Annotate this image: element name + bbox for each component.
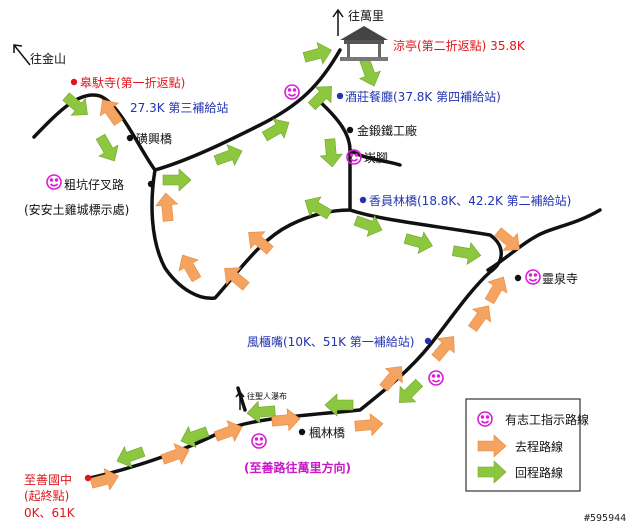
route-branch-tanjiao [316, 98, 402, 167]
direction-pointers [13, 8, 344, 410]
outbound-arrow [270, 407, 302, 433]
gaoyan-temple-marker [70, 78, 78, 86]
label-station4: 酒莊餐廳(37.8K 第四補給站) [345, 89, 501, 104]
legend-return-label: 回程路線 [515, 465, 563, 480]
legend: 有志工指示路線 去程路線 回程路線 [465, 398, 589, 492]
label-station1: 風櫃嘴(10K、51K 第一補給站) [247, 335, 414, 349]
map-labels: 往萬里 往金山 涼亭(第二折返點) 35.8K 皋馱寺(第一折返點) 27.3K… [24, 8, 578, 520]
station4-marker [336, 92, 344, 100]
return-arrow [90, 130, 125, 167]
to-waterfall-arrow-icon [235, 390, 245, 410]
smiley-icon [46, 174, 62, 190]
label-jindu: 金鍛鐵工廠 [357, 123, 417, 138]
label-direction-note: (至善路往萬里方向) [244, 460, 351, 475]
outbound-arrow [463, 298, 499, 336]
smiley-icon [284, 84, 300, 100]
smiley-icon [251, 433, 267, 449]
return-arrows [58, 38, 484, 472]
label-lingquan: 靈泉寺 [542, 272, 578, 286]
lingquan-marker [514, 274, 522, 282]
label-station2: 香員林橋(18.8K、42.2K 第二補給站) [369, 194, 571, 208]
smiley-icon [346, 149, 362, 165]
outbound-arrows [88, 92, 528, 495]
return-arrow [353, 55, 385, 91]
label-start-line3: 0K、61K [24, 506, 76, 520]
legend-volunteer-label: 有志工指示路線 [505, 412, 589, 427]
label-start-line2: (起終點) [24, 488, 69, 503]
smiley-icon [477, 411, 493, 427]
label-hengxing-bridge: 磺興橋 [136, 132, 172, 146]
smiley-icon [428, 370, 444, 386]
outbound-arrow [426, 328, 463, 366]
label-to-wanli: 往萬里 [348, 8, 384, 23]
watermark: #595944 [584, 513, 626, 524]
outbound-arrow [154, 191, 180, 223]
fenglin-bridge-marker [298, 428, 306, 436]
jindu-marker [346, 126, 354, 134]
to-wanli-arrow-icon [332, 8, 344, 36]
return-arrow [402, 227, 436, 258]
label-pavilion: 涼亭(第二折返點) 35.8K [393, 38, 526, 53]
route-to-wanli [153, 48, 342, 172]
hengxing-bridge-marker [126, 134, 134, 142]
to-jinshan-arrow-icon [13, 44, 31, 66]
label-start-line1: 至善國中 [24, 472, 72, 487]
return-arrow [318, 137, 344, 169]
return-arrow [58, 87, 96, 124]
label-fenglin-bridge: 楓林橋 [309, 425, 345, 440]
label-to-waterfall: 往聖人瀑布 [247, 391, 287, 401]
start-marker [84, 474, 92, 482]
label-gaoyan-temple: 皋馱寺(第一折返點) [80, 75, 185, 90]
point-markers [70, 78, 522, 482]
return-arrow [303, 78, 340, 115]
return-arrow [162, 168, 192, 192]
return-arrow [450, 239, 484, 267]
outbound-arrow [211, 416, 247, 448]
label-cukeng: 粗坑仔叉路 [64, 177, 124, 192]
route-lingquan-spur [486, 208, 602, 272]
smiley-icon [525, 269, 541, 285]
route-waterfall-spur [236, 386, 247, 412]
volunteer-smileys [46, 84, 541, 449]
outbound-arrow [240, 223, 278, 260]
pavilion-icon [340, 26, 388, 61]
label-tanjiao: 崁腳 [364, 151, 388, 165]
cukeng-marker [147, 180, 155, 188]
station1-marker [424, 337, 432, 345]
label-station3: 27.3K 第三補給站 [130, 101, 228, 115]
return-arrow [258, 112, 295, 147]
route-main-upper [32, 93, 352, 300]
return-arrow [301, 38, 335, 69]
legend-outbound-label: 去程路線 [515, 439, 563, 454]
outbound-arrow [92, 92, 128, 130]
outbound-arrow [353, 412, 385, 438]
station2-marker [359, 196, 367, 204]
outbound-arrow [172, 249, 207, 286]
label-cukeng-note: (安安土雞城標示處) [24, 202, 129, 217]
label-to-jinshan: 往金山 [30, 51, 66, 66]
